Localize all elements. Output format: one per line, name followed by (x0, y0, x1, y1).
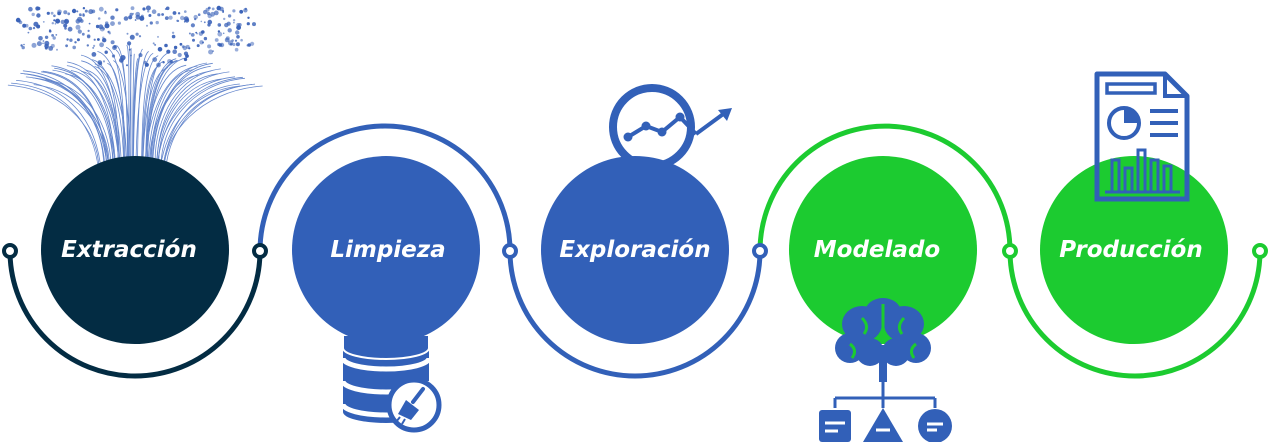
connector-node (1004, 245, 1016, 257)
step-label-exploracion: Exploración (559, 237, 710, 263)
database-clean-icon (343, 336, 439, 430)
connector-node (254, 245, 266, 257)
step-label-extraccion: Extracción (61, 237, 197, 263)
step-label-limpieza: Limpieza (330, 237, 445, 263)
connector-node (1254, 245, 1266, 257)
step-label-produccion: Producción (1059, 237, 1202, 263)
connector-node (4, 245, 16, 257)
step-labels: Extracción Limpieza Exploración Modelado… (61, 237, 1203, 263)
report-bars-icon (1097, 150, 1187, 199)
magnifier-trend-icon (613, 88, 732, 166)
connector-node (754, 245, 766, 257)
connector-node (504, 245, 516, 257)
step-label-modelado: Modelado (814, 237, 940, 263)
